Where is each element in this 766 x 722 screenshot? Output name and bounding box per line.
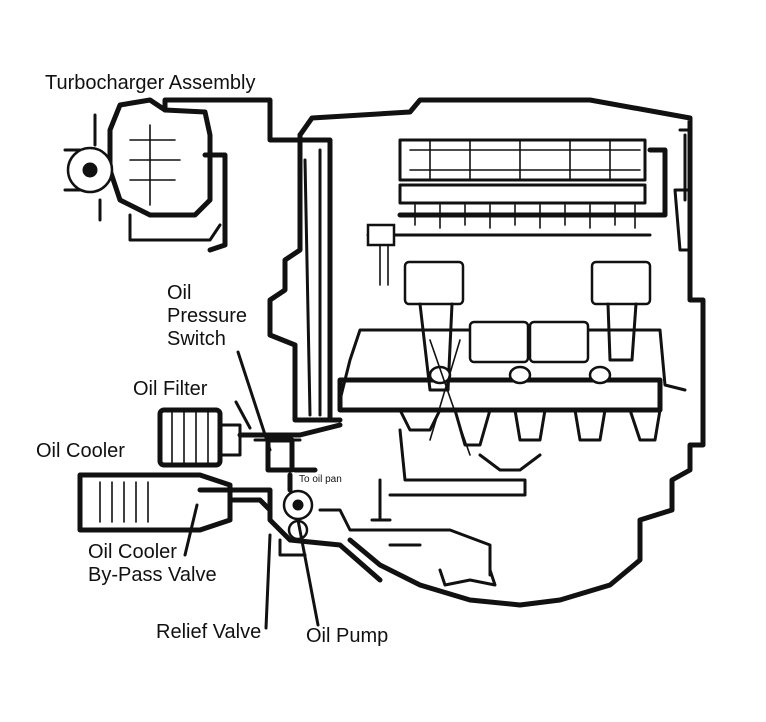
label-bypass-line2: By-Pass Valve xyxy=(88,564,217,586)
label-oil-cooler-bypass-valve: Oil Cooler By-Pass Valve xyxy=(88,541,217,587)
label-oil-filter: Oil Filter xyxy=(133,378,208,400)
label-oil-pressure-switch: Oil Pressure Switch xyxy=(167,282,247,351)
label-oil-pump: Oil Pump xyxy=(306,625,389,647)
label-oil-pressure-switch-line1: Oil xyxy=(167,282,192,304)
leader-oil-filter xyxy=(234,400,252,430)
label-oil-cooler: Oil Cooler xyxy=(36,440,125,462)
oil-pressure-switch xyxy=(253,437,302,473)
label-bypass-line1: Oil Cooler xyxy=(88,541,177,563)
leader-oil-pressure-switch xyxy=(236,350,272,452)
oil-filter xyxy=(157,407,343,468)
oil-pump-assembly xyxy=(197,428,527,587)
label-to-oil-pan: To oil pan xyxy=(299,474,342,485)
label-oil-pressure-switch-line3: Switch xyxy=(167,328,226,350)
crankshaft xyxy=(337,339,663,472)
leader-oil-pump xyxy=(296,518,320,627)
oil-cooler xyxy=(77,472,233,533)
label-turbocharger-assembly: Turbocharger Assembly xyxy=(45,72,256,94)
turbocharger-assembly xyxy=(63,97,333,423)
leader-bypass-valve xyxy=(183,503,199,557)
leader-relief-valve xyxy=(264,533,272,630)
label-oil-pressure-switch-line2: Pressure xyxy=(167,305,248,327)
cylinder-head xyxy=(366,128,692,286)
leader-lines xyxy=(183,350,320,630)
pistons xyxy=(403,260,652,392)
label-relief-valve: Relief Valve xyxy=(156,621,262,643)
